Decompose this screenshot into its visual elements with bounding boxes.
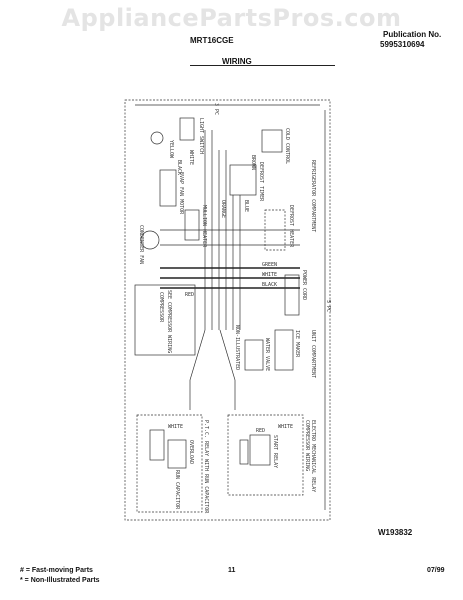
label-white-top: WHITE xyxy=(188,150,194,165)
publication-label: Publication No. xyxy=(383,30,442,39)
page-number: 11 xyxy=(228,567,236,574)
label-light-switch: LIGHT SWITCH xyxy=(198,118,204,154)
ptc-relay-box xyxy=(136,414,203,513)
start-relay xyxy=(249,434,271,466)
wire-diagonal-2 xyxy=(219,329,236,410)
ice-maker xyxy=(274,329,294,371)
label-refrigerator-compartment: REFRIGERATOR COMPARTMENT xyxy=(310,160,316,232)
label-red-lower: RED xyxy=(256,428,265,434)
label-start-relay: START RELAY xyxy=(272,435,278,468)
light-switch xyxy=(179,117,195,141)
label-cold-control: COLD CONTROL xyxy=(284,128,290,164)
overload-left xyxy=(167,439,187,469)
label-compressor: COMPRESSOR xyxy=(158,292,164,323)
label-yellow: YELLOW xyxy=(168,140,174,159)
section-title: WIRING xyxy=(222,57,252,66)
publication-number: 5995310694 xyxy=(380,40,425,49)
header-rule xyxy=(190,65,335,66)
compressor-box xyxy=(134,284,196,356)
label-red: RED xyxy=(185,292,194,298)
label-evap-fan-motor: EVAP FAN MOTOR xyxy=(178,172,184,215)
label-defrost-timer: DEFROST TIMER xyxy=(258,162,264,202)
cold-control xyxy=(261,129,283,153)
label-compressor-wiring: COMPRESSOR WIRING xyxy=(304,420,310,471)
overload-right xyxy=(239,439,249,465)
label-orange: ORANGE xyxy=(220,200,226,218)
run-capacitor xyxy=(149,429,165,461)
label-white-band: WHITE xyxy=(262,272,277,278)
wire-diagonal-1 xyxy=(189,329,206,410)
label-ice-maker: ICE MAKER xyxy=(294,330,300,358)
power-cord xyxy=(284,274,300,316)
label-white-lower-left: WHITE xyxy=(168,424,183,430)
publication-date: 07/99 xyxy=(427,567,445,574)
label-ptc-relay: P.T.C. RELAY WITH RUN CAPACITOR xyxy=(203,420,209,514)
label-blue: BLUE xyxy=(243,200,249,212)
model-number: MRT16CGE xyxy=(190,36,234,45)
diagram-code: W193832 xyxy=(378,528,413,537)
label-unit-compartment: UNIT COMPARTMENT xyxy=(310,330,316,378)
mullion-heater xyxy=(184,209,200,241)
label-power-cord: POWER CORD xyxy=(301,270,307,300)
label-defrost-heater: DEFROST HEATER xyxy=(288,205,294,248)
label-dimension-right: 5 PC xyxy=(325,300,331,312)
label-electro-relay: ELECTRO MECHANICAL RELAY xyxy=(310,420,316,492)
label-run-capacitor: RUN CAPACITOR xyxy=(174,470,180,510)
defrost-timer xyxy=(229,164,257,196)
water-valve xyxy=(244,339,264,371)
label-white-lower-right: WHITE xyxy=(278,424,293,430)
label-mullion-heater: MULLION HEATER xyxy=(201,205,207,248)
legend-non-illustrated: * = Non-Illustrated Parts xyxy=(20,577,100,584)
diagram-frame xyxy=(124,99,331,521)
label-green: GREEN xyxy=(262,262,277,268)
label-water-valve: WATER VALVE xyxy=(264,338,270,371)
label-non-illustrated: NON-ILLUSTRATED xyxy=(234,325,240,370)
label-black-top: BLACK xyxy=(176,160,182,175)
label-see-compressor-wiring: SEE COMPRESSOR WIRING xyxy=(166,290,172,353)
label-brown: BROWN xyxy=(250,155,256,170)
electro-relay-box xyxy=(227,414,304,496)
legend-fast-moving: # = Fast-moving Parts xyxy=(20,567,93,574)
label-overload-left: OVERLOAD xyxy=(188,440,194,464)
watermark: AppliancePartsPros.com xyxy=(61,4,402,32)
label-dimension-top: 3 PC xyxy=(213,103,219,115)
label-black-band: BLACK xyxy=(262,282,277,288)
evap-fan-motor xyxy=(159,169,177,207)
label-condenser-fan: CONDENSER FAN xyxy=(138,225,144,264)
condenser-fan xyxy=(140,230,160,250)
light-bulb xyxy=(150,131,164,145)
